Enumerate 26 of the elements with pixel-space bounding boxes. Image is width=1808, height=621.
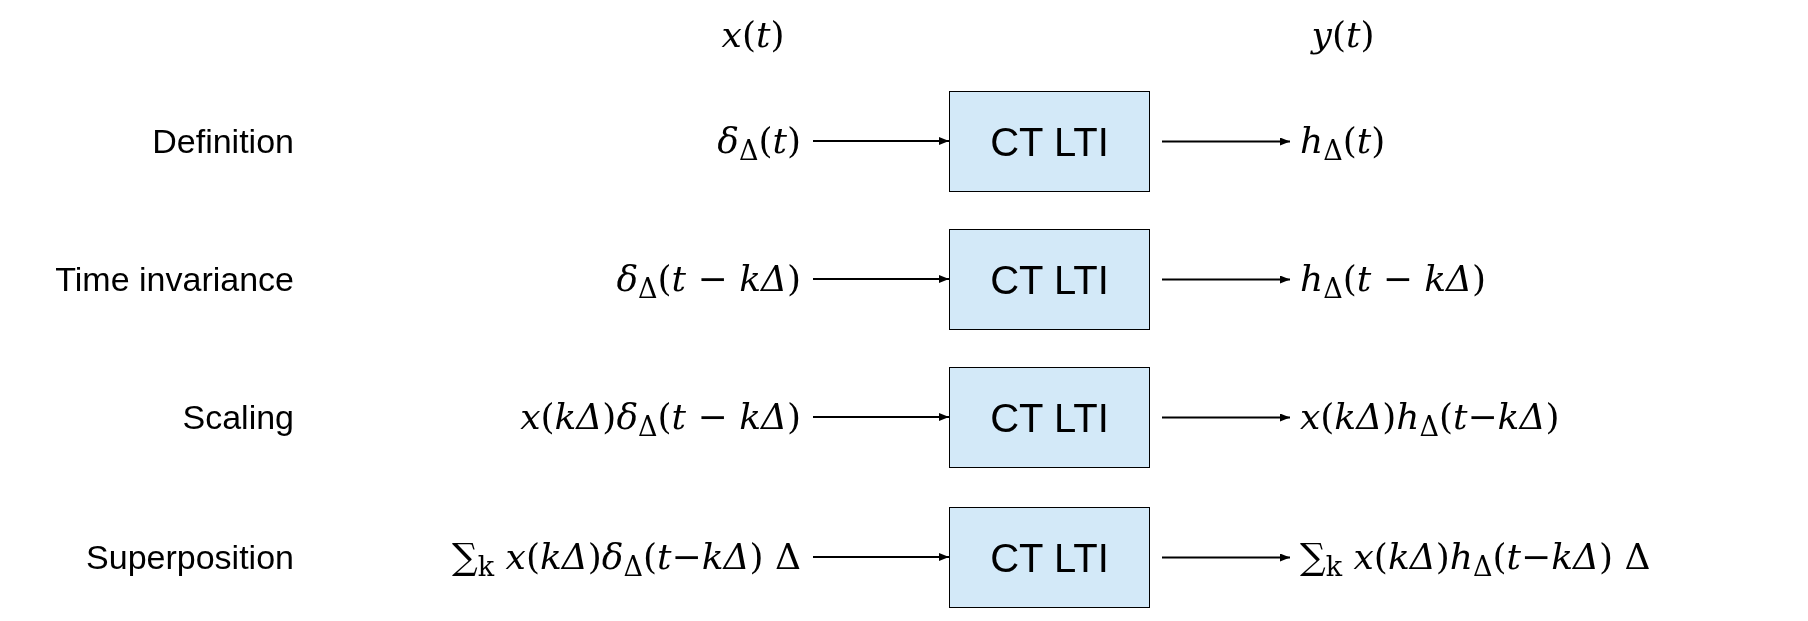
process-box: CT LTI	[949, 367, 1150, 468]
math-expression: δ$_{Δ}$(t − kΔ)	[616, 255, 801, 303]
row-label: Definition	[152, 121, 294, 162]
signal-label: x(t)	[721, 13, 785, 57]
math-expression: h$_{Δ}$(t − kΔ)	[1300, 255, 1487, 303]
arrow	[1161, 137, 1291, 146]
process-box: CT LTI	[949, 91, 1150, 192]
math-expression: x(kΔ)h$_{Δ}$(t−kΔ)	[1300, 393, 1560, 441]
process-box: CT LTI	[949, 507, 1150, 608]
arrow	[812, 137, 950, 145]
arrow	[1161, 275, 1291, 284]
arrow	[812, 275, 950, 283]
row-label: Time invariance	[55, 259, 294, 300]
math-expression: h$_{Δ}$(t)	[1300, 117, 1386, 165]
math-expression: x(kΔ)δ$_{Δ}$(t − kΔ)	[520, 393, 801, 441]
row-label: Scaling	[182, 397, 294, 438]
math-expression: ∑$_{k}$ x(kΔ)δ$_{Δ}$(t−kΔ) Δ	[452, 533, 801, 581]
arrow	[1161, 553, 1291, 562]
arrow	[812, 413, 950, 421]
math-expression: δ$_{Δ}$(t)	[717, 117, 801, 165]
signal-label: y(t)	[1311, 13, 1375, 57]
math-expression: ∑$_{k}$ x(kΔ)h$_{Δ}$(t−kΔ) Δ	[1300, 533, 1651, 581]
arrow	[812, 553, 950, 561]
process-box: CT LTI	[949, 229, 1150, 330]
arrow	[1161, 413, 1291, 422]
row-label: Superposition	[86, 537, 294, 578]
